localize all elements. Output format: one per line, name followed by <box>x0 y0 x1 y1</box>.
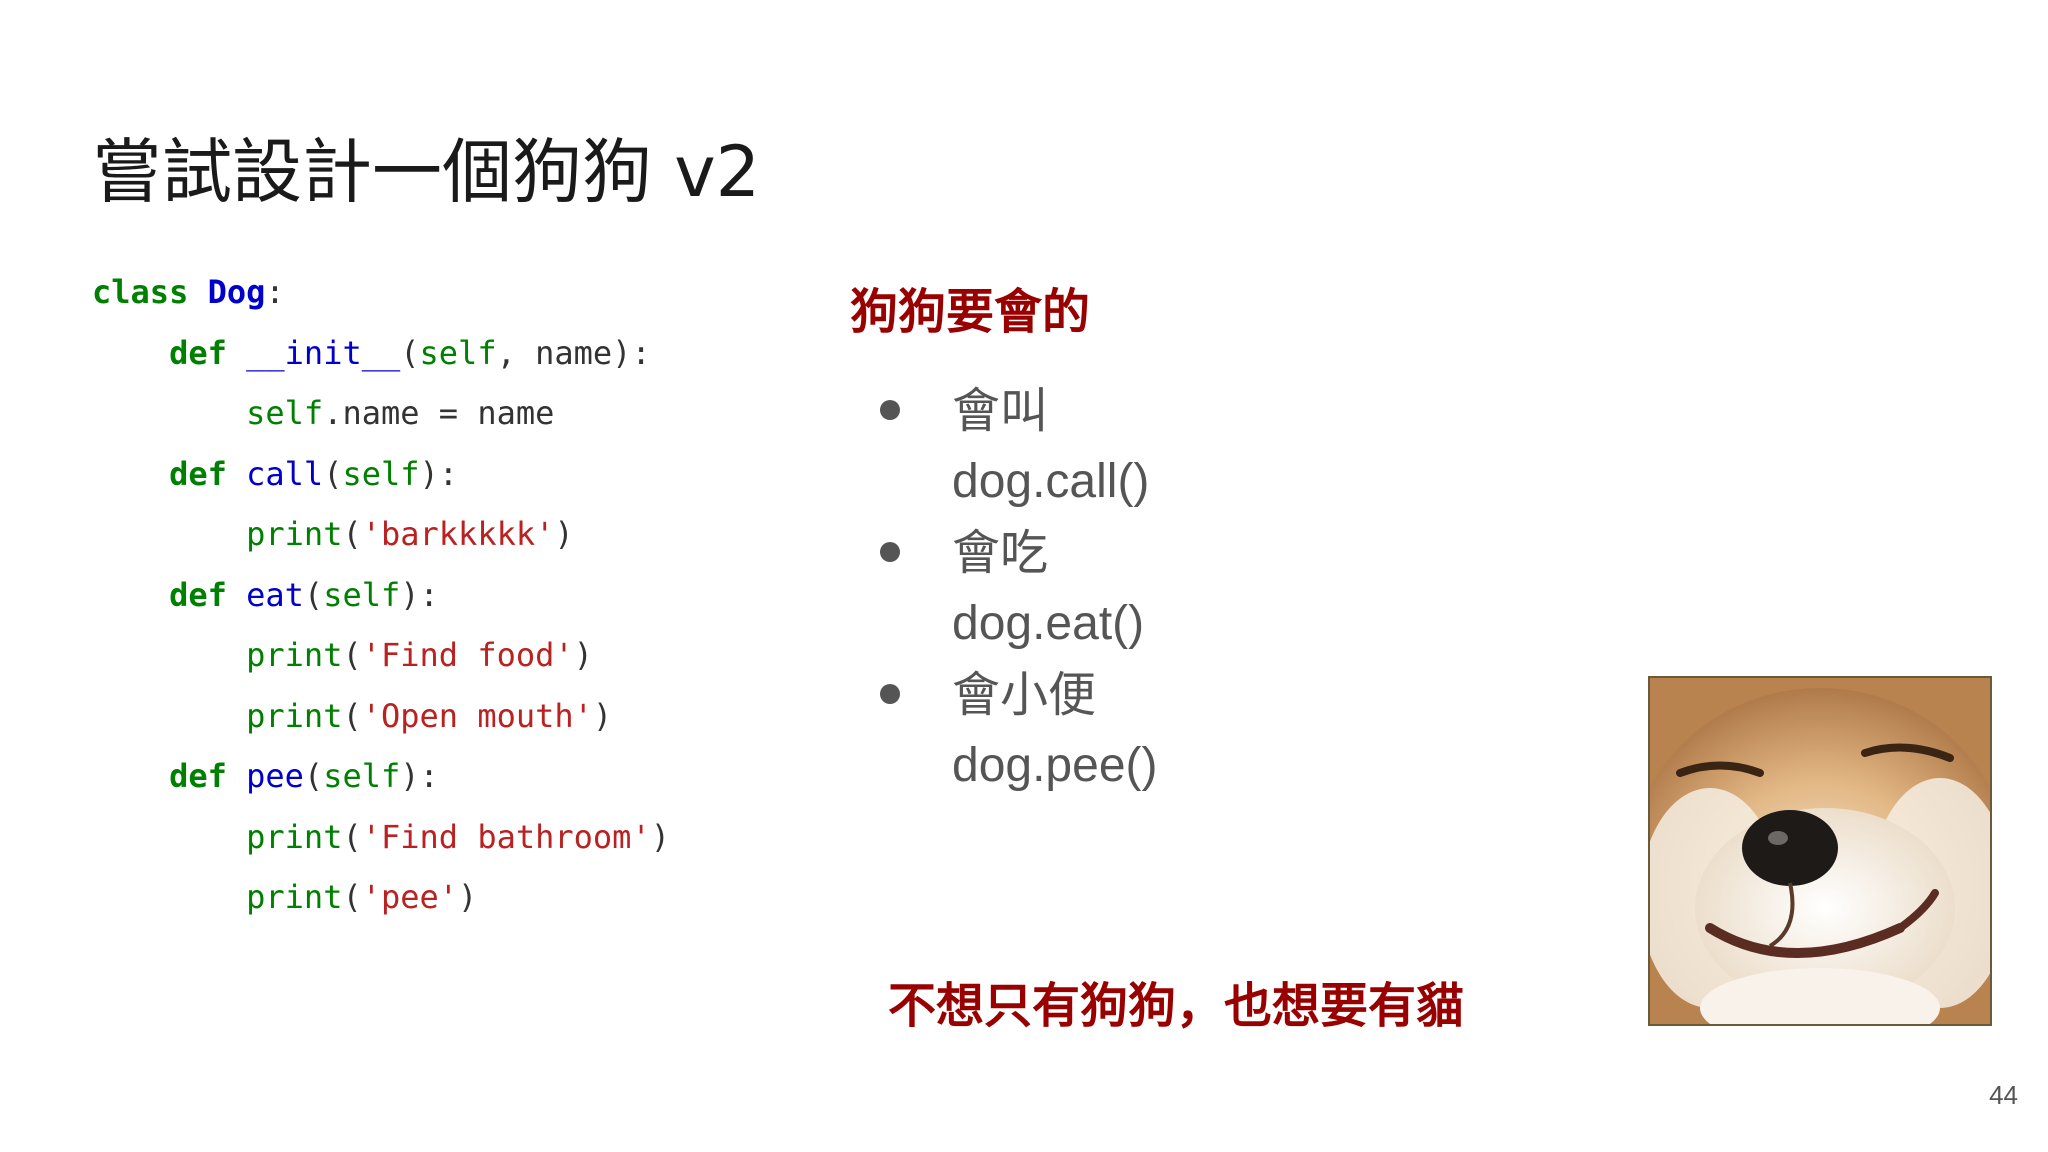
code-token: ( <box>303 575 324 614</box>
code-line: def eat(self): <box>92 565 670 626</box>
code-token: ( <box>342 515 362 553</box>
code-token: ): <box>400 757 439 795</box>
requirement-label: 會小便 <box>952 667 1097 723</box>
bullet-dot-icon <box>880 684 900 704</box>
code-token: ( <box>342 817 362 856</box>
code-token: 'barkkkkk' <box>361 515 555 553</box>
slide-title: 嘗試設計一個狗狗 v2 <box>92 131 761 213</box>
code-token: print <box>246 515 343 553</box>
code-token: ) <box>573 636 593 674</box>
code-token: ( <box>323 454 343 493</box>
code-token <box>92 334 169 372</box>
code-token: , name): <box>496 333 651 372</box>
code-token <box>92 757 169 795</box>
code-token: print <box>246 636 343 674</box>
code-token: Dog <box>207 273 266 311</box>
requirements-heading: 狗狗要會的 <box>850 284 1091 340</box>
code-token: ( <box>342 636 362 674</box>
code-token <box>92 636 246 674</box>
code-token <box>92 515 246 553</box>
code-token: 'Find food' <box>361 636 574 674</box>
code-token: 'Find bathroom' <box>361 817 651 856</box>
code-token: ): <box>400 575 439 614</box>
cat-note: 不想只有狗狗，也想要有貓 <box>888 978 1465 1034</box>
code-token: ): <box>419 454 459 493</box>
code-token: : <box>265 273 285 311</box>
code-token: ) <box>592 696 613 735</box>
code-token: ( <box>400 333 420 372</box>
code-token: ) <box>650 817 670 856</box>
code-line: class Dog: <box>92 262 670 323</box>
code-line: print('pee') <box>92 867 670 928</box>
requirement-code: dog.pee() <box>952 739 1158 792</box>
code-line: def pee(self): <box>92 746 670 807</box>
code-token: ) <box>554 515 574 553</box>
code-token: call <box>246 454 324 493</box>
code-token: ) <box>458 878 478 916</box>
code-token: eat <box>246 575 304 614</box>
code-token: self <box>342 454 420 493</box>
code-token: pee <box>246 757 304 795</box>
requirement-code: dog.call() <box>952 455 1150 508</box>
code-token: ( <box>303 757 324 795</box>
dog-face-icon <box>1650 678 1990 1024</box>
code-token <box>92 878 246 916</box>
code-token: def <box>169 454 247 493</box>
code-token: def <box>169 333 247 372</box>
code-token <box>92 576 169 614</box>
code-line: print('Open mouth') <box>92 686 670 747</box>
list-item: 會小便 dog.pee() <box>880 660 1157 802</box>
requirement-code: dog.eat() <box>952 597 1145 650</box>
bullet-dot-icon <box>880 400 900 420</box>
code-token <box>92 394 246 432</box>
code-block: class Dog: def __init__(self, name): sel… <box>92 262 670 928</box>
code-token: print <box>246 878 343 916</box>
code-line: def call(self): <box>92 444 670 505</box>
code-line: print('barkkkkk') <box>92 504 670 565</box>
list-item: 會吃 dog.eat() <box>880 518 1157 660</box>
shiba-dog-photo <box>1648 676 1992 1026</box>
code-token: self <box>323 757 401 795</box>
code-token: __init__ <box>246 333 401 372</box>
code-token: print <box>246 696 343 735</box>
requirement-label: 會吃 <box>952 525 1049 581</box>
code-token: .name = name <box>323 394 555 432</box>
code-token: def <box>169 757 247 795</box>
code-token: def <box>169 575 247 614</box>
code-token: class <box>92 273 208 311</box>
requirements-list: 會叫 dog.call() 會吃 dog.eat() 會小便 dog.pee() <box>880 376 1157 802</box>
code-token <box>92 818 246 856</box>
code-line: print('Find food') <box>92 625 670 686</box>
code-line: def __init__(self, name): <box>92 323 670 384</box>
list-item: 會叫 dog.call() <box>880 376 1157 518</box>
requirement-label: 會叫 <box>952 383 1049 439</box>
code-token: 'pee' <box>361 878 459 916</box>
code-token <box>92 455 169 493</box>
code-token <box>92 697 246 735</box>
code-token: ( <box>342 878 362 916</box>
code-token: self <box>419 333 497 372</box>
code-token: self <box>323 575 401 614</box>
code-token: print <box>246 817 343 856</box>
code-token: self <box>246 394 324 432</box>
code-token: 'Open mouth' <box>361 696 593 735</box>
bullet-dot-icon <box>880 542 900 562</box>
code-line: self.name = name <box>92 383 670 444</box>
code-token: ( <box>342 696 362 735</box>
page-number: 44 <box>1989 1080 2018 1110</box>
code-line: print('Find bathroom') <box>92 807 670 868</box>
